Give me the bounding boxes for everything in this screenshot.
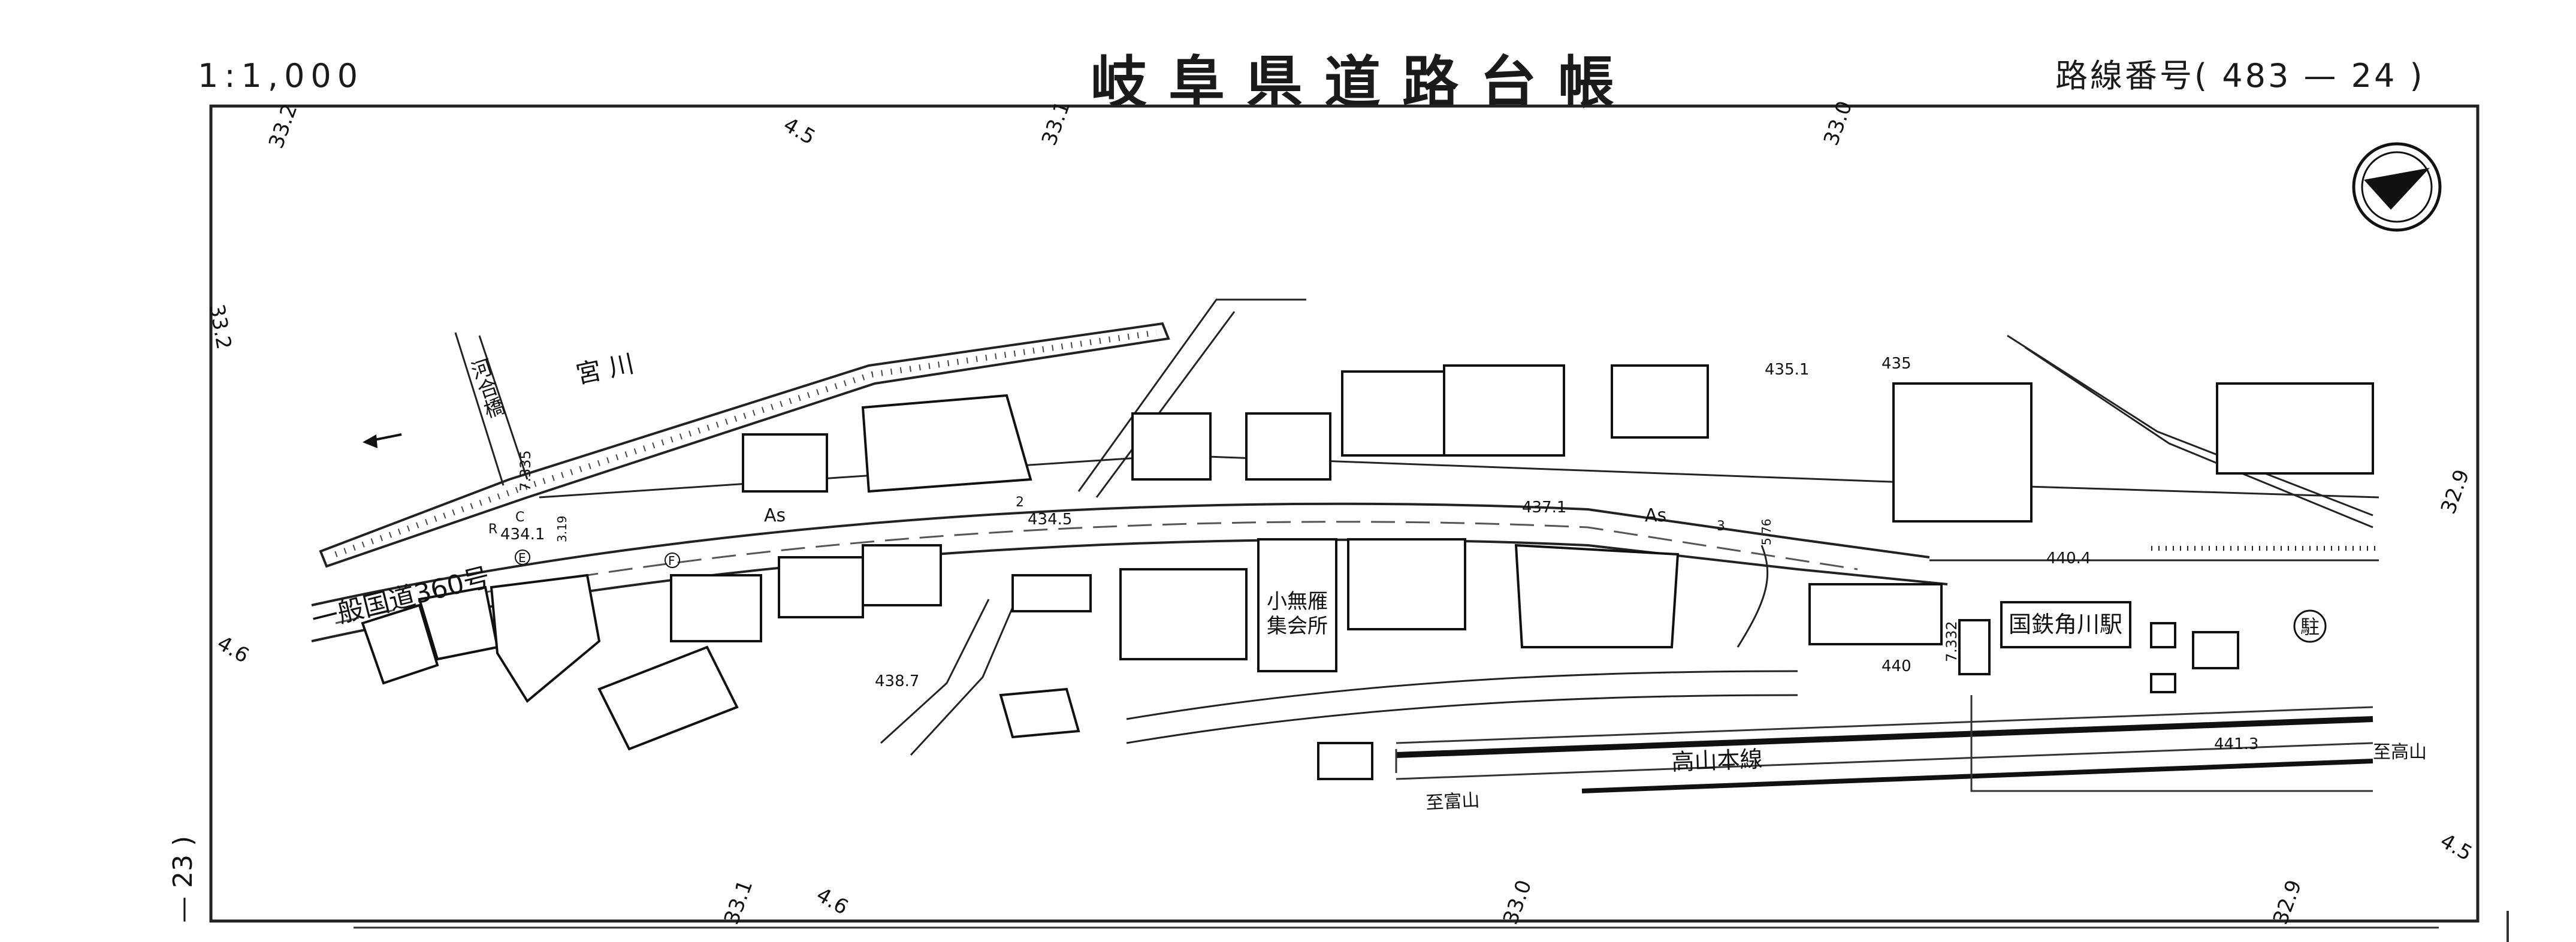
hall-label-line2: 集会所	[1267, 614, 1328, 638]
grid-tick: 32.9	[2436, 466, 2474, 517]
river-bank	[319, 322, 1170, 568]
elevation-labels: 434.1 434.5 437.1 440.4 438.7 435.1 435 …	[500, 355, 2258, 753]
station-symbol: 駐	[2293, 609, 2327, 643]
railway	[1395, 695, 2373, 793]
elevation: 7.332	[1943, 621, 1960, 662]
to-toyama-label: 至富山	[1426, 790, 1481, 814]
elevation: 440	[1882, 657, 1911, 675]
elevation: 7.335	[517, 450, 534, 491]
marker: E	[518, 551, 526, 565]
marker: 5.76	[1759, 518, 1774, 545]
grid-tick: 4.5	[780, 113, 820, 150]
marker: 2	[1016, 495, 1024, 510]
svg-text:駐: 駐	[2300, 615, 2320, 638]
river-label: 宮 川	[573, 349, 636, 390]
railway-label: 高山本線	[1671, 746, 1763, 775]
survey-markers: C R E F 2 3 3.19 5.76	[488, 495, 1774, 568]
elevation: 434.1	[500, 526, 545, 544]
adjacent-sheet-label: — 23 )	[168, 836, 198, 923]
elevation: 437.1	[1522, 499, 1566, 517]
pavement-label: As	[764, 505, 786, 526]
marker: C	[515, 510, 524, 525]
pavement-label: As	[1645, 505, 1666, 526]
marker: 3.19	[555, 515, 569, 542]
marker: R	[488, 522, 497, 537]
hall-label-line1: 小無雁	[1267, 590, 1328, 614]
route-number: 路線番号( 483 — 24 )	[2055, 57, 2425, 95]
map-scale: 1:1,000	[198, 57, 364, 95]
grid-tick: 33.2	[204, 303, 236, 351]
station-label: 国鉄角川駅	[2009, 611, 2122, 638]
marker: F	[668, 554, 675, 568]
grid-tick-labels: 33.2 4.5 33.1 33.0 33.2 4.6 32.9 4.5 33.…	[204, 98, 2476, 928]
marker: 3	[1717, 519, 1725, 534]
elevation: 438.7	[875, 672, 919, 690]
grid-tick: 4.6	[813, 883, 853, 920]
buildings	[361, 364, 2374, 780]
elevation: 440.4	[2046, 550, 2091, 567]
bridge-label: 河合橋	[465, 356, 507, 421]
grid-tick: 4.5	[2436, 829, 2477, 866]
elevation: 435.1	[1765, 361, 1809, 379]
elevation: 435	[1882, 355, 1911, 373]
north-arrow-icon	[2352, 142, 2442, 232]
left-arrow-icon	[363, 433, 402, 448]
side-roads	[880, 298, 2373, 756]
grid-tick: 4.6	[213, 631, 253, 668]
station-building	[2000, 601, 2131, 648]
grid-tick: 33.2	[264, 101, 302, 152]
elevation: 441.3	[2214, 735, 2258, 753]
map-frame	[209, 104, 2480, 923]
to-takayama-label: 至高山	[2373, 742, 2427, 763]
elevation: 434.5	[1028, 511, 1072, 529]
